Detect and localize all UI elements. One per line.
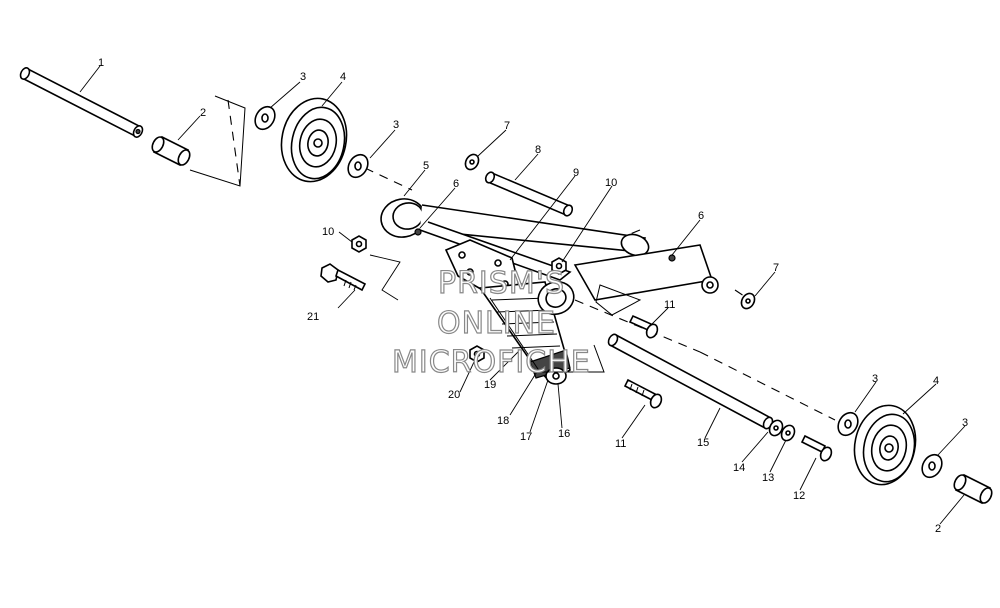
callout-14[interactable]: 14 xyxy=(733,462,745,474)
callout-5[interactable]: 5 xyxy=(423,160,429,172)
callout-3[interactable]: 3 xyxy=(962,417,968,429)
callout-11[interactable]: 11 xyxy=(615,438,626,450)
callout-9[interactable]: 9 xyxy=(573,167,579,179)
callout-15[interactable]: 15 xyxy=(697,437,709,449)
part-3-washer-b[interactable] xyxy=(344,151,372,181)
callout-20[interactable]: 20 xyxy=(448,389,460,401)
callout-13[interactable]: 13 xyxy=(762,472,774,484)
part-6-fitting-left[interactable] xyxy=(414,228,422,236)
callout-8[interactable]: 8 xyxy=(535,144,541,156)
callout-4[interactable]: 4 xyxy=(340,71,346,83)
part-11-bolt-upper[interactable] xyxy=(628,314,659,339)
callout-7[interactable]: 7 xyxy=(504,120,510,132)
part-8-pin[interactable] xyxy=(484,171,574,217)
part-11-bolt-lower[interactable] xyxy=(623,378,663,409)
callout-4[interactable]: 4 xyxy=(933,375,939,387)
watermark-line-1: PRISM'S xyxy=(438,266,565,301)
callout-6[interactable]: 6 xyxy=(453,178,459,190)
callout-12[interactable]: 12 xyxy=(793,490,805,502)
part-21-bolt[interactable] xyxy=(320,263,367,292)
callout-16[interactable]: 16 xyxy=(558,428,570,440)
callout-1[interactable]: 1 xyxy=(98,57,104,69)
watermark-line-2: ONLINE xyxy=(437,306,556,341)
part-10-nut-left[interactable] xyxy=(351,235,367,253)
watermark-line-3: MICROFICHE xyxy=(392,345,591,380)
watermark: PRISM'S ONLINE MICROFICHE xyxy=(391,265,591,380)
callout-2[interactable]: 2 xyxy=(935,523,941,535)
part-14-washer[interactable] xyxy=(767,418,785,438)
part-1-shaft[interactable] xyxy=(19,66,145,138)
part-2-spacer-lower[interactable] xyxy=(952,473,994,505)
part-7-washer-upper[interactable] xyxy=(463,152,481,172)
part-20-nut[interactable] xyxy=(469,345,485,363)
part-4-wheel-lower[interactable] xyxy=(847,400,922,491)
part-3-washer-a[interactable] xyxy=(251,103,279,133)
callout-10[interactable]: 10 xyxy=(605,177,617,189)
part-3-washer-c[interactable] xyxy=(834,409,862,439)
callout-3[interactable]: 3 xyxy=(300,71,306,83)
callout-18[interactable]: 18 xyxy=(497,415,509,427)
callout-17[interactable]: 17 xyxy=(520,431,532,443)
callout-3[interactable]: 3 xyxy=(393,119,399,131)
part-12-bolt[interactable] xyxy=(800,434,833,462)
callout-21[interactable]: 21 xyxy=(307,311,319,323)
part-7-washer-right[interactable] xyxy=(739,291,757,311)
callout-6[interactable]: 6 xyxy=(698,210,704,222)
part-13-washer[interactable] xyxy=(779,423,797,443)
callout-3[interactable]: 3 xyxy=(872,373,878,385)
callout-labels: 1 2 3 4 3 5 6 7 8 9 10 10 6 7 11 21 19 2… xyxy=(98,57,968,535)
part-3-washer-d[interactable] xyxy=(918,451,946,481)
guide-triangle xyxy=(189,95,246,187)
leader-lines xyxy=(79,65,966,525)
callout-2[interactable]: 2 xyxy=(200,107,206,119)
part-2-spacer-upper[interactable] xyxy=(150,135,192,167)
shock-absorber[interactable] xyxy=(478,277,605,385)
callout-10[interactable]: 10 xyxy=(322,226,334,238)
part-4-wheel-upper[interactable] xyxy=(274,92,354,187)
callout-19[interactable]: 19 xyxy=(484,379,496,391)
callout-7[interactable]: 7 xyxy=(773,262,779,274)
callout-11[interactable]: 11 xyxy=(664,299,675,311)
